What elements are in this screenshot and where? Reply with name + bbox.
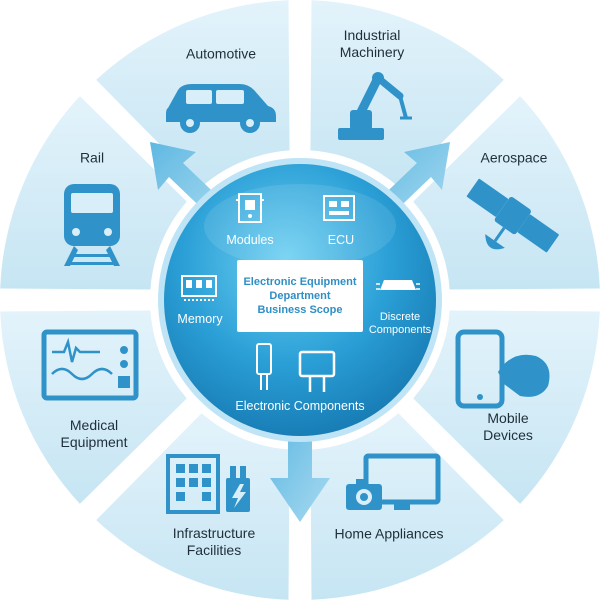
core-highlight: [204, 184, 396, 268]
segment-label-aerospace: Aerospace: [480, 149, 548, 166]
satellite-icon: [466, 178, 559, 253]
monitor-icon: [41, 329, 139, 401]
train-icon: [64, 184, 120, 266]
segment-label-home: Home Appliances: [334, 525, 444, 542]
segment-label-industrial: Industrial Machinery: [339, 27, 405, 60]
core-title-box: Electronic Equipment Department Business…: [237, 260, 363, 332]
segment-label-medical: Medical Equipment: [60, 417, 128, 450]
tv-camera-icon: [346, 453, 441, 510]
memory-chip-icon: [181, 275, 217, 301]
car-icon: [166, 84, 276, 133]
core-title: Electronic Equipment Department Business…: [243, 276, 357, 316]
core-item-modules: Modules: [226, 233, 274, 247]
segment-label-automotive: Automotive: [185, 45, 257, 62]
segment-medical: [0, 310, 187, 504]
core-item-memory: Memory: [177, 312, 223, 326]
discrete-component-icon: [376, 280, 420, 290]
circuit-module-icon: [236, 193, 264, 223]
segment-label-infrastructure: Infrastructure Facilities: [172, 525, 256, 558]
arrow-to-infrastructure: [270, 420, 330, 522]
core-item-ecu: ECU: [327, 233, 355, 247]
core-item-discrete: Discrete Components: [368, 311, 432, 336]
electronic-component-icon: [256, 343, 336, 392]
building-icon: [166, 454, 250, 514]
segment-label-mobile: Mobile Devices: [483, 410, 533, 443]
core-item-electronic: Electronic Components: [235, 399, 365, 413]
segment-label-rail: Rail: [79, 149, 105, 166]
smartphone-icon: [455, 329, 550, 409]
segment-infrastructure: [96, 413, 290, 600]
ecu-board-icon: [323, 195, 355, 221]
segment-industrial: [310, 0, 504, 187]
robot-arm-icon: [338, 72, 412, 140]
